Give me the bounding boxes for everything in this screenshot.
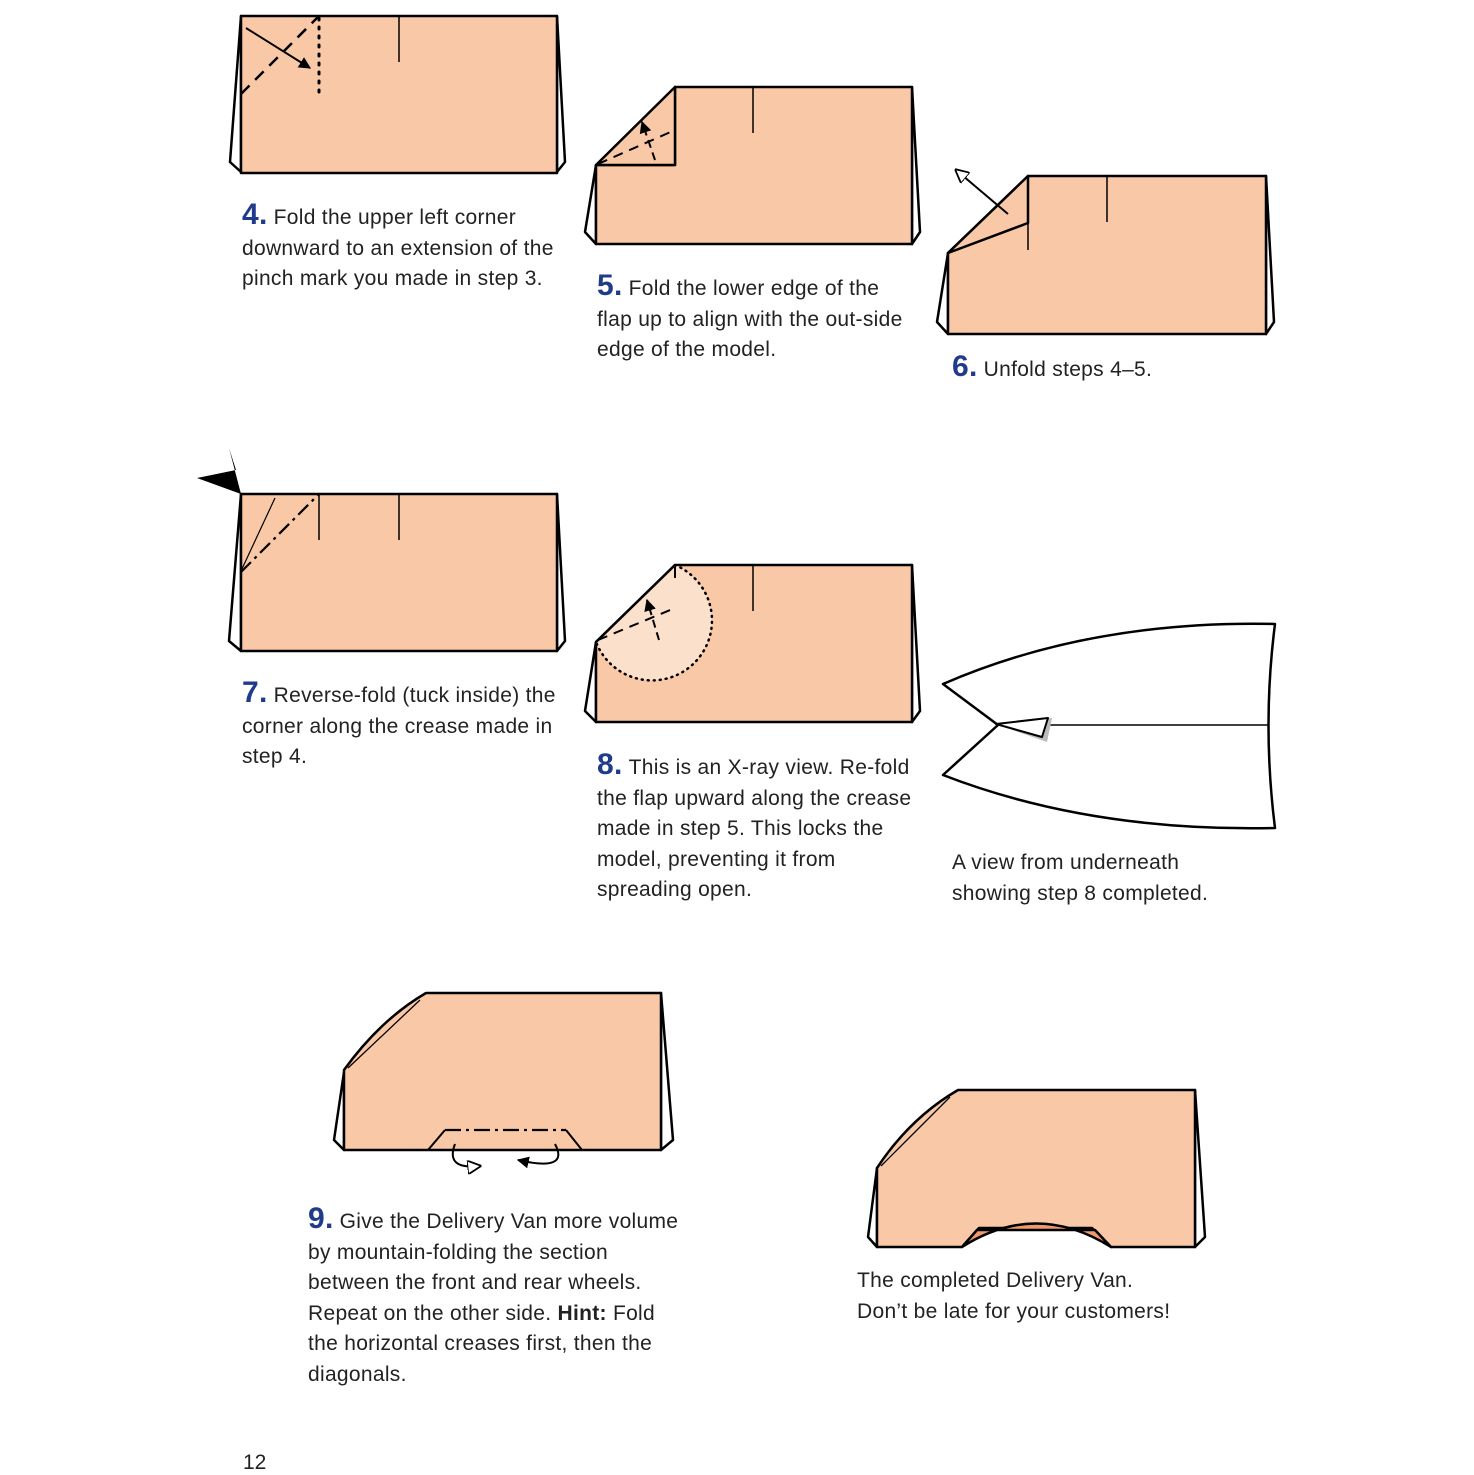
page-number: 12 — [243, 1451, 267, 1474]
step-4-diagram — [228, 14, 567, 175]
step-9-hint-text: Fold the horizontal creases first, then … — [308, 1301, 656, 1386]
step-7-caption: 7.Reverse-fold (tuck inside) the corner … — [242, 676, 567, 773]
step-8-number: 8. — [597, 748, 623, 781]
step-5-number: 5. — [597, 269, 623, 302]
step-5-caption: 5.Fold the lower edge of the flap up to … — [597, 269, 917, 366]
step-9-diagram — [332, 991, 675, 1167]
step-8-diagram — [583, 563, 922, 724]
step-5-diagram — [583, 85, 922, 246]
step-6-diagram — [935, 170, 1276, 336]
step-7-diagram — [197, 448, 567, 653]
step-6-caption: 6.Unfold steps 4–5. — [952, 350, 1272, 386]
completed-caption: The completed Delivery Van. Don’t be lat… — [857, 1266, 1237, 1327]
step-4-caption: 4.Fold the upper left corner downward to… — [242, 198, 567, 295]
underneath-view-diagram — [941, 622, 1277, 830]
completed-caption-line2: Don’t be late for your customers! — [857, 1299, 1171, 1323]
step-9-hint-label: Hint: — [557, 1301, 607, 1325]
step-9-text: Give the Delivery Van more volume by mou… — [308, 1210, 679, 1325]
completed-caption-line1: The completed Delivery Van. — [857, 1269, 1134, 1292]
step-9-caption: 9.Give the Delivery Van more volume by m… — [308, 1202, 683, 1390]
step-5-text: Fold the lower edge of the flap up to al… — [597, 277, 903, 361]
step-4-number: 4. — [242, 198, 268, 231]
step-6-number: 6. — [952, 350, 978, 383]
step-6-text: Unfold steps 4–5. — [983, 358, 1153, 381]
step-8-text: This is an X-ray view. Re-fold the flap … — [597, 756, 912, 901]
step-8-caption: 8.This is an X-ray view. Re-fold the fla… — [597, 748, 922, 906]
underneath-caption: A view from underneath showing step 8 co… — [952, 851, 1209, 905]
step-7-text: Reverse-fold (tuck inside) the corner al… — [242, 684, 556, 768]
step-9-number: 9. — [308, 1202, 334, 1235]
completed-van-diagram — [866, 1088, 1207, 1249]
step-4-text: Fold the upper left corner downward to a… — [242, 206, 554, 290]
step-7-number: 7. — [242, 676, 268, 709]
